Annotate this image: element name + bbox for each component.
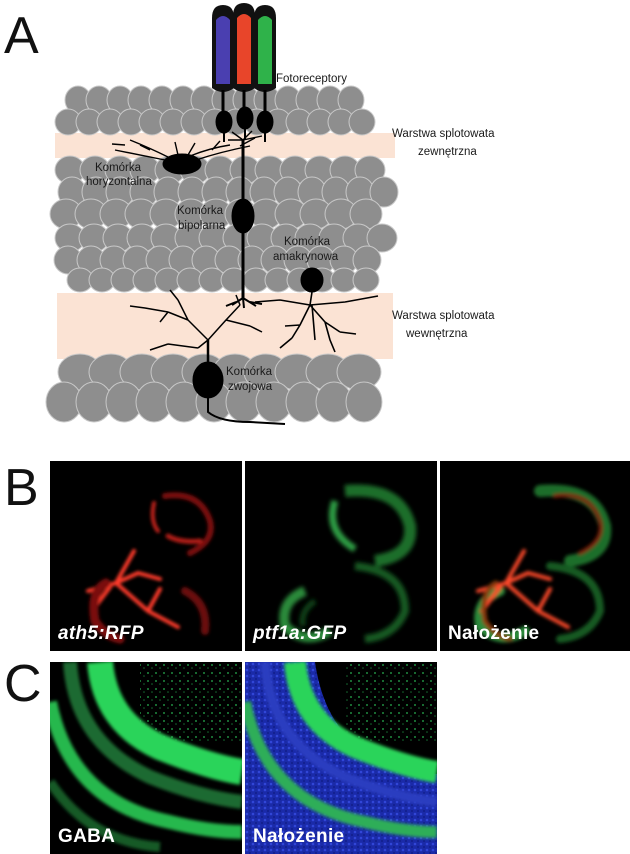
label-ganglion-1: Komórka (226, 366, 273, 378)
photoreceptor-soma-3 (256, 110, 274, 134)
panel-a-letter: A (4, 7, 39, 65)
neurons (111, 90, 379, 425)
image-gaba: GABA (50, 662, 242, 854)
panel-b-letter: B (4, 459, 39, 517)
cones (212, 3, 276, 92)
amacrine-cell-soma (300, 267, 324, 293)
inner-plexiform-band (57, 293, 393, 359)
nuclear-layers (45, 85, 399, 423)
nucleus (348, 108, 376, 136)
label-inner-plexiform-2: wewnętrzna (405, 328, 468, 340)
label-horizontal-1: Komórka (95, 162, 142, 174)
caption-merge-b: Nałożenie (448, 623, 540, 644)
label-horizontal-2: horyzontalna (86, 176, 152, 188)
nucleus (366, 223, 398, 253)
red-cone (233, 3, 255, 92)
panel-c-letter: C (4, 655, 42, 713)
horizontal-cell-soma (162, 153, 202, 175)
caption-merge-c: Nałożenie (253, 826, 345, 847)
blue-cone (212, 5, 234, 92)
nucleus (352, 267, 380, 293)
image-ath5-rfp: ath5:RFP (50, 461, 242, 651)
label-inner-plexiform-1: Warstwa splotowata (392, 310, 495, 322)
green-cone (254, 5, 276, 92)
label-photoreceptors: Fotoreceptory (276, 73, 347, 85)
nucleus (369, 176, 399, 208)
photoreceptor-soma-2 (236, 106, 254, 130)
label-ganglion-2: zwojowa (228, 381, 273, 393)
label-bipolar-2: bipolarna (178, 220, 226, 232)
retina-diagram: Fotoreceptory Warstwa splotowata zewnętr… (45, 3, 495, 425)
nucleus (345, 381, 383, 423)
label-bipolar-1: Komórka (177, 205, 224, 217)
image-merge-c: Nałożenie (245, 662, 437, 854)
label-amacrine-2: amakrynowa (273, 251, 339, 263)
caption-ath5-rfp: ath5:RFP (58, 623, 144, 644)
image-merge-b: Nałożenie (440, 461, 630, 651)
caption-ptf1a-gfp: ptf1a:GFP (253, 623, 347, 644)
photoreceptor-soma-1 (215, 110, 233, 134)
image-ptf1a-gfp: ptf1a:GFP (245, 461, 437, 651)
bipolar-cell-soma (231, 198, 255, 234)
caption-gaba: GABA (58, 826, 116, 847)
label-outer-plexiform-2: zewnętrzna (418, 146, 477, 158)
ganglion-cell-soma (192, 361, 224, 399)
label-amacrine-1: Komórka (284, 236, 331, 248)
label-outer-plexiform-1: Warstwa splotowata (392, 128, 495, 140)
